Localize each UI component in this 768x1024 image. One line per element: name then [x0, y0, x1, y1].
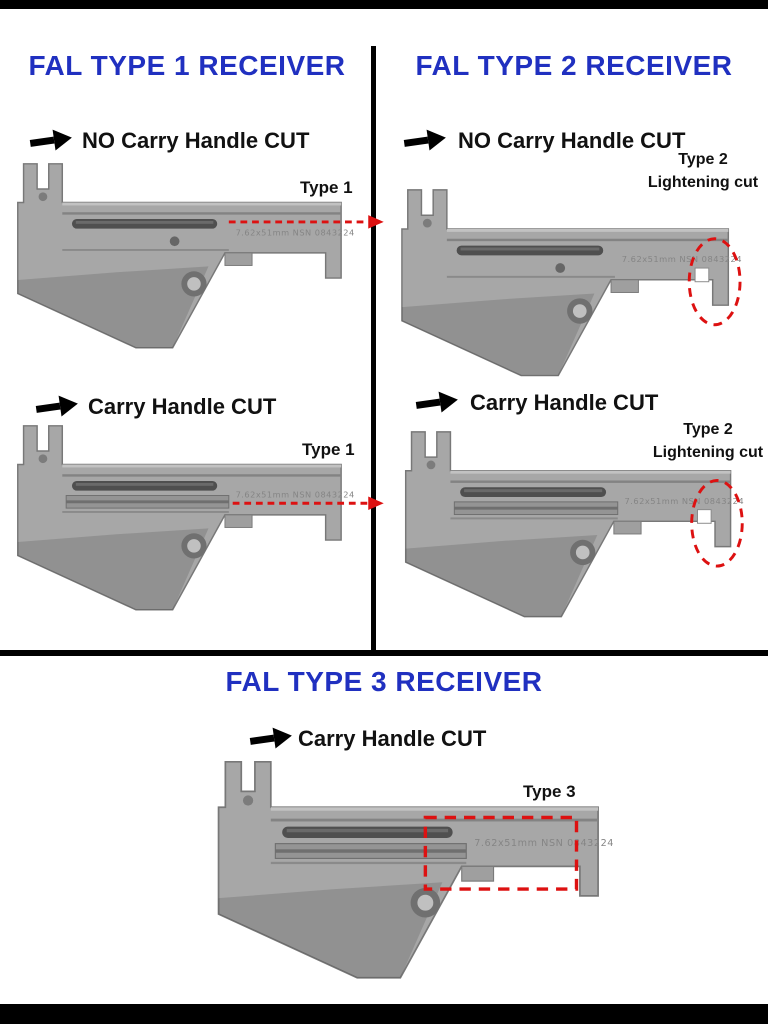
- lightening-cut-label: Type 2 Lightening cut: [640, 148, 766, 194]
- carry-handle-label: Carry Handle CUT: [298, 726, 487, 751]
- type-label: Type 2: [683, 421, 733, 438]
- lightening-cut-notch: [694, 267, 710, 283]
- type-label: Type 3: [523, 782, 576, 801]
- arrow-icon: [415, 391, 458, 413]
- receiver-photo-type2-cut: [388, 426, 758, 640]
- arrow-icon: [403, 129, 446, 151]
- lightening-cut-notch: [697, 509, 712, 524]
- arrow-icon: [249, 727, 292, 749]
- receiver-photo-type2-no-cut: [401, 189, 743, 377]
- red-dashed-arrow: [232, 496, 384, 511]
- type-label: Type 1: [302, 440, 355, 459]
- carry-handle-label: NO Carry Handle CUT: [82, 128, 310, 153]
- receiver-photo-type1-no-cut: [17, 163, 384, 349]
- cut-label: Lightening cut: [647, 174, 759, 192]
- cut-label: Lightening cut: [652, 444, 764, 462]
- type-label: Type 1: [300, 178, 353, 197]
- fal-type2-title: FAL TYPE 2 RECEIVER: [415, 50, 733, 81]
- receiver-photo-type1-cut: [0, 420, 384, 633]
- carry-handle-label: NO Carry Handle CUT: [458, 128, 686, 153]
- carry-handle-label: Carry Handle CUT: [470, 390, 659, 415]
- top-frame-bar: [0, 0, 768, 9]
- section-divider: [0, 650, 768, 656]
- lightening-cut-label: Type 2 Lightening cut: [645, 418, 768, 464]
- fal-type3-title: FAL TYPE 3 RECEIVER: [225, 666, 543, 697]
- red-dashed-rect: [423, 815, 579, 891]
- type-label: Type 2: [678, 151, 728, 168]
- carry-handle-label: Carry Handle CUT: [88, 394, 277, 419]
- column-divider: [371, 46, 376, 650]
- fal-type1-title: FAL TYPE 1 RECEIVER: [28, 50, 346, 81]
- red-dashed-arrow: [228, 215, 384, 229]
- receiver-photo-type3-cut: [198, 755, 630, 1005]
- arrow-icon: [29, 129, 72, 151]
- arrow-icon: [35, 395, 78, 417]
- bottom-frame-bar: [0, 1004, 768, 1024]
